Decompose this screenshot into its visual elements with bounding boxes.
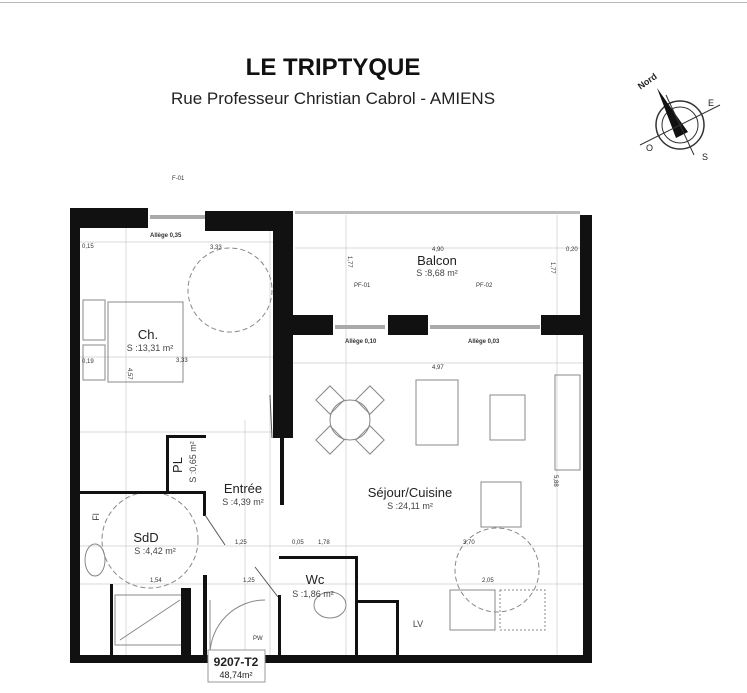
room-living-name: Séjour/Cuisine xyxy=(368,485,453,500)
room-bathroom-name: SdD xyxy=(133,530,158,545)
room-closet-name: PL xyxy=(170,457,185,473)
furniture xyxy=(82,247,581,656)
room-entry-area: S :4,39 m² xyxy=(222,497,264,507)
room-bathroom-area: S :4,42 m² xyxy=(134,546,176,556)
unit-code: 9207-T2 xyxy=(214,655,259,669)
dim-label: 4,97 xyxy=(432,365,444,371)
dim-label: 1,77 xyxy=(346,256,352,268)
window-label: Allège 0,35 xyxy=(150,233,182,239)
dim-label: 4,90 xyxy=(432,247,444,253)
window-label: PW xyxy=(253,636,263,642)
dim-label: 5,88 xyxy=(552,475,558,487)
room-balcony-name: Balcon xyxy=(417,253,457,268)
room-fl-name: Fl xyxy=(91,513,101,521)
doors xyxy=(204,394,279,598)
dim-label: 3,70 xyxy=(463,540,475,546)
window-label: F-01 xyxy=(172,176,185,182)
dim-label: 1,25 xyxy=(235,540,247,546)
dim-label: 4,57 xyxy=(126,368,132,380)
room-laundry-name: LV xyxy=(413,619,423,629)
unit-area: 48,74m² xyxy=(219,670,252,680)
project-title: LE TRIPTYQUE xyxy=(245,54,421,81)
compass-icon: Nord E S O xyxy=(636,71,721,162)
dim-label: 2,05 xyxy=(482,578,494,584)
room-bedroom-name: Ch. xyxy=(138,327,158,342)
window-label: PF-01 xyxy=(354,283,371,289)
compass-north-label: Nord xyxy=(636,71,659,91)
room-entry-name: Entrée xyxy=(224,481,262,496)
window-labels: F-01 PF-01 PF-02 Allège 0,35 Allège 0,10… xyxy=(150,176,500,642)
windows xyxy=(150,215,540,329)
top-border-line xyxy=(0,2,747,3)
room-bedroom-area: S :13,31 m² xyxy=(127,343,174,353)
room-wc-area: S :1,86 m² xyxy=(292,589,334,599)
dim-label: 3,33 xyxy=(176,358,188,364)
dimension-lines xyxy=(80,215,583,655)
compass-west-label: O xyxy=(646,143,653,153)
dim-label: 3,33 xyxy=(210,245,222,251)
project-address: Rue Professeur Christian Cabrol - AMIENS xyxy=(170,89,496,108)
room-balcony-area: S :8,68 m² xyxy=(416,268,458,278)
dim-label: 0,05 xyxy=(292,540,304,546)
compass-east-label: E xyxy=(708,98,714,108)
unit-tag: 9207-T2 48,74m² xyxy=(207,649,266,683)
dim-label: 1,25 xyxy=(243,578,255,584)
dim-label: 1,77 xyxy=(549,262,555,274)
dim-label: 0,15 xyxy=(82,244,94,250)
room-living-area: S :24,11 m² xyxy=(387,501,433,511)
room-closet-area: S :0,65 m² xyxy=(188,441,198,483)
window-label: Allège 0,10 xyxy=(345,339,377,345)
dimension-labels: 4,90 0,20 1,77 1,77 4,97 3,33 3,33 0,15 … xyxy=(82,244,578,584)
balcony-railing xyxy=(295,211,580,214)
compass-south-label: S xyxy=(702,152,708,162)
dim-label: 0,20 xyxy=(566,247,578,253)
window-label: Allège 0,03 xyxy=(468,339,500,345)
dim-label: 0,19 xyxy=(82,359,94,365)
window-label: PF-02 xyxy=(476,283,493,289)
dim-label: 1,54 xyxy=(150,578,162,584)
dim-label: 1,78 xyxy=(318,540,330,546)
room-wc-name: Wc xyxy=(306,572,325,587)
walls xyxy=(70,208,592,663)
